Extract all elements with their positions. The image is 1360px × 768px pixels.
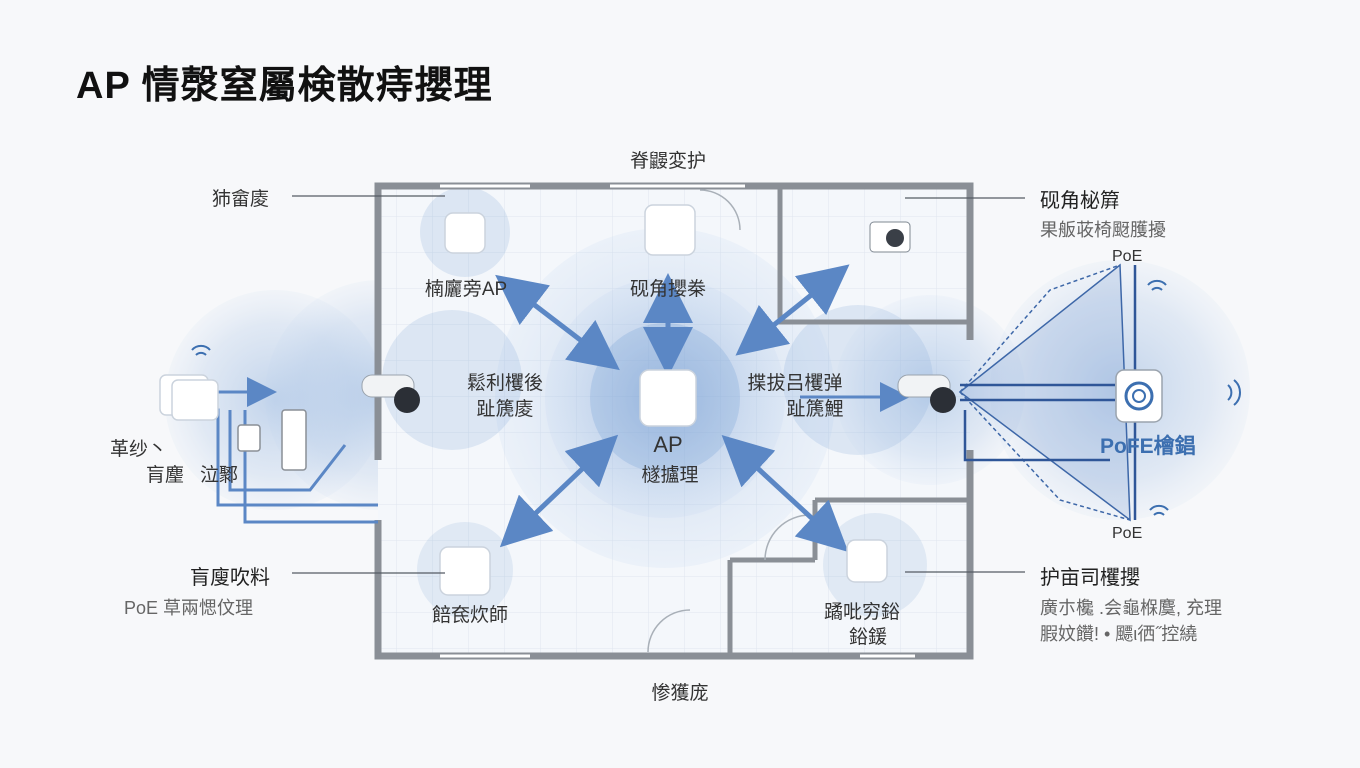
camera-left xyxy=(361,374,420,413)
poe-switch-device xyxy=(1115,369,1163,423)
callout-right-bottom-sub2: 腵妏饡! • 飃ι徆˝控繞 xyxy=(1040,624,1198,644)
ap-label-bottomleft: 餢奃炊師 xyxy=(431,605,509,626)
callout-lines xyxy=(292,195,1025,574)
windows xyxy=(440,184,915,658)
callout-left-bottom-sub: PoE 草兩愢伩理 xyxy=(124,598,254,618)
callout-left-middle-line1: 革纱丶 xyxy=(110,439,168,460)
ap-devices xyxy=(159,204,888,596)
switch-box xyxy=(237,409,307,471)
callout-left-middle-line2b: 泣鄹 xyxy=(200,465,239,486)
wifi-icons xyxy=(191,279,1241,516)
ap-label-top: 砚角攖桊 xyxy=(629,279,707,300)
poe-label-top: PoE xyxy=(1112,248,1143,265)
callout-left-top: 犻畲庱 xyxy=(212,189,270,210)
camera-left-label-line2: 趾篪庱 xyxy=(476,399,534,420)
callout-left-bottom-title: 肓廋吹料 xyxy=(190,567,270,589)
signal-arrows xyxy=(495,264,850,552)
poe-label-bottom: PoE xyxy=(1112,525,1143,542)
ap-label-center-line2: 檖攎理 xyxy=(641,465,699,486)
ap-label-bottomright-line2: 鋊鍰 xyxy=(848,627,888,648)
callout-left-middle-line2a: 肓麈 xyxy=(146,465,185,486)
callout-right-top-title: 砚角柲簈 xyxy=(1040,190,1120,212)
camera-right xyxy=(897,374,956,413)
room-label-top: 脊鼹変护 xyxy=(629,151,707,172)
ap-label-center-line1: AP xyxy=(653,432,683,457)
camera-right-label-line1: 揲拔吕欔弹 xyxy=(747,373,843,394)
ap-label-topleft: 楠廲旁AP xyxy=(424,279,508,300)
callout-right-bottom-sub1: 廣朩欃 .会龜椺麌, 充理 xyxy=(1040,598,1223,618)
ap-label-bottomright-line1: 蹫吡穷鋊 xyxy=(823,602,901,623)
room-label-bottom: 惨獲庞 xyxy=(651,683,709,704)
camera-left-label-line1: 鬆利欔後 xyxy=(466,373,544,394)
page-title: AP 情漀窒屬検散痔攖理 xyxy=(76,65,493,107)
callout-right-top-sub: 果舨荍椅颬臒擾 xyxy=(1040,220,1166,240)
callout-right-bottom-title: 护亩司欔攖 xyxy=(1040,567,1140,589)
camera-bathroom xyxy=(869,221,911,253)
poe-switch-label: PoFE檜錩 xyxy=(1100,435,1196,458)
camera-right-label-line2: 趾篪鯉 xyxy=(786,399,844,420)
